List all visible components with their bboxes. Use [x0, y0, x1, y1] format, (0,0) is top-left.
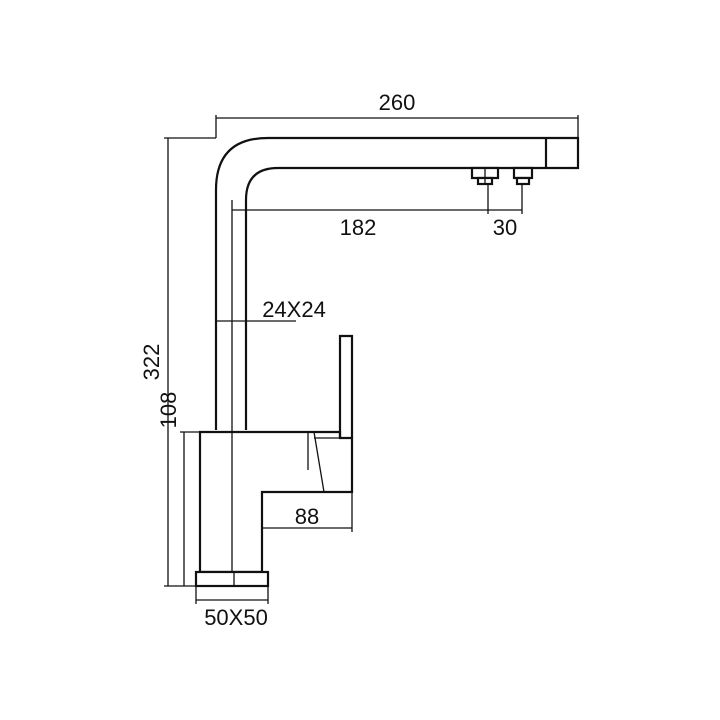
- base-flange: [194, 570, 270, 588]
- dim-label-spout-reach: 182: [340, 215, 377, 240]
- faucet-body: [198, 430, 354, 574]
- dim-label-overall-height: 322: [139, 344, 164, 381]
- dim-label-overall-width: 260: [379, 90, 416, 115]
- dim-label-spout-section: 24X24: [262, 297, 326, 322]
- spout-outer: [214, 136, 580, 430]
- handle-base-detail: [307, 431, 340, 493]
- dim-label-outlet-spacing: 30: [493, 215, 517, 240]
- faucet-outline: [194, 136, 580, 588]
- dimension-lines: [164, 115, 579, 604]
- spout-inner: [244, 166, 546, 430]
- dim-label-base-section: 50X50: [204, 605, 268, 630]
- dimension-labels: 260 182 30 24X24 322 108 88 50X50: [139, 90, 517, 630]
- outlet-nozzle-right: [512, 166, 534, 186]
- dim-label-handle-reach: 88: [295, 504, 319, 529]
- dim-label-body-height: 108: [156, 392, 181, 429]
- outlet-nozzle-left: [470, 166, 500, 186]
- handle-lever: [338, 334, 354, 438]
